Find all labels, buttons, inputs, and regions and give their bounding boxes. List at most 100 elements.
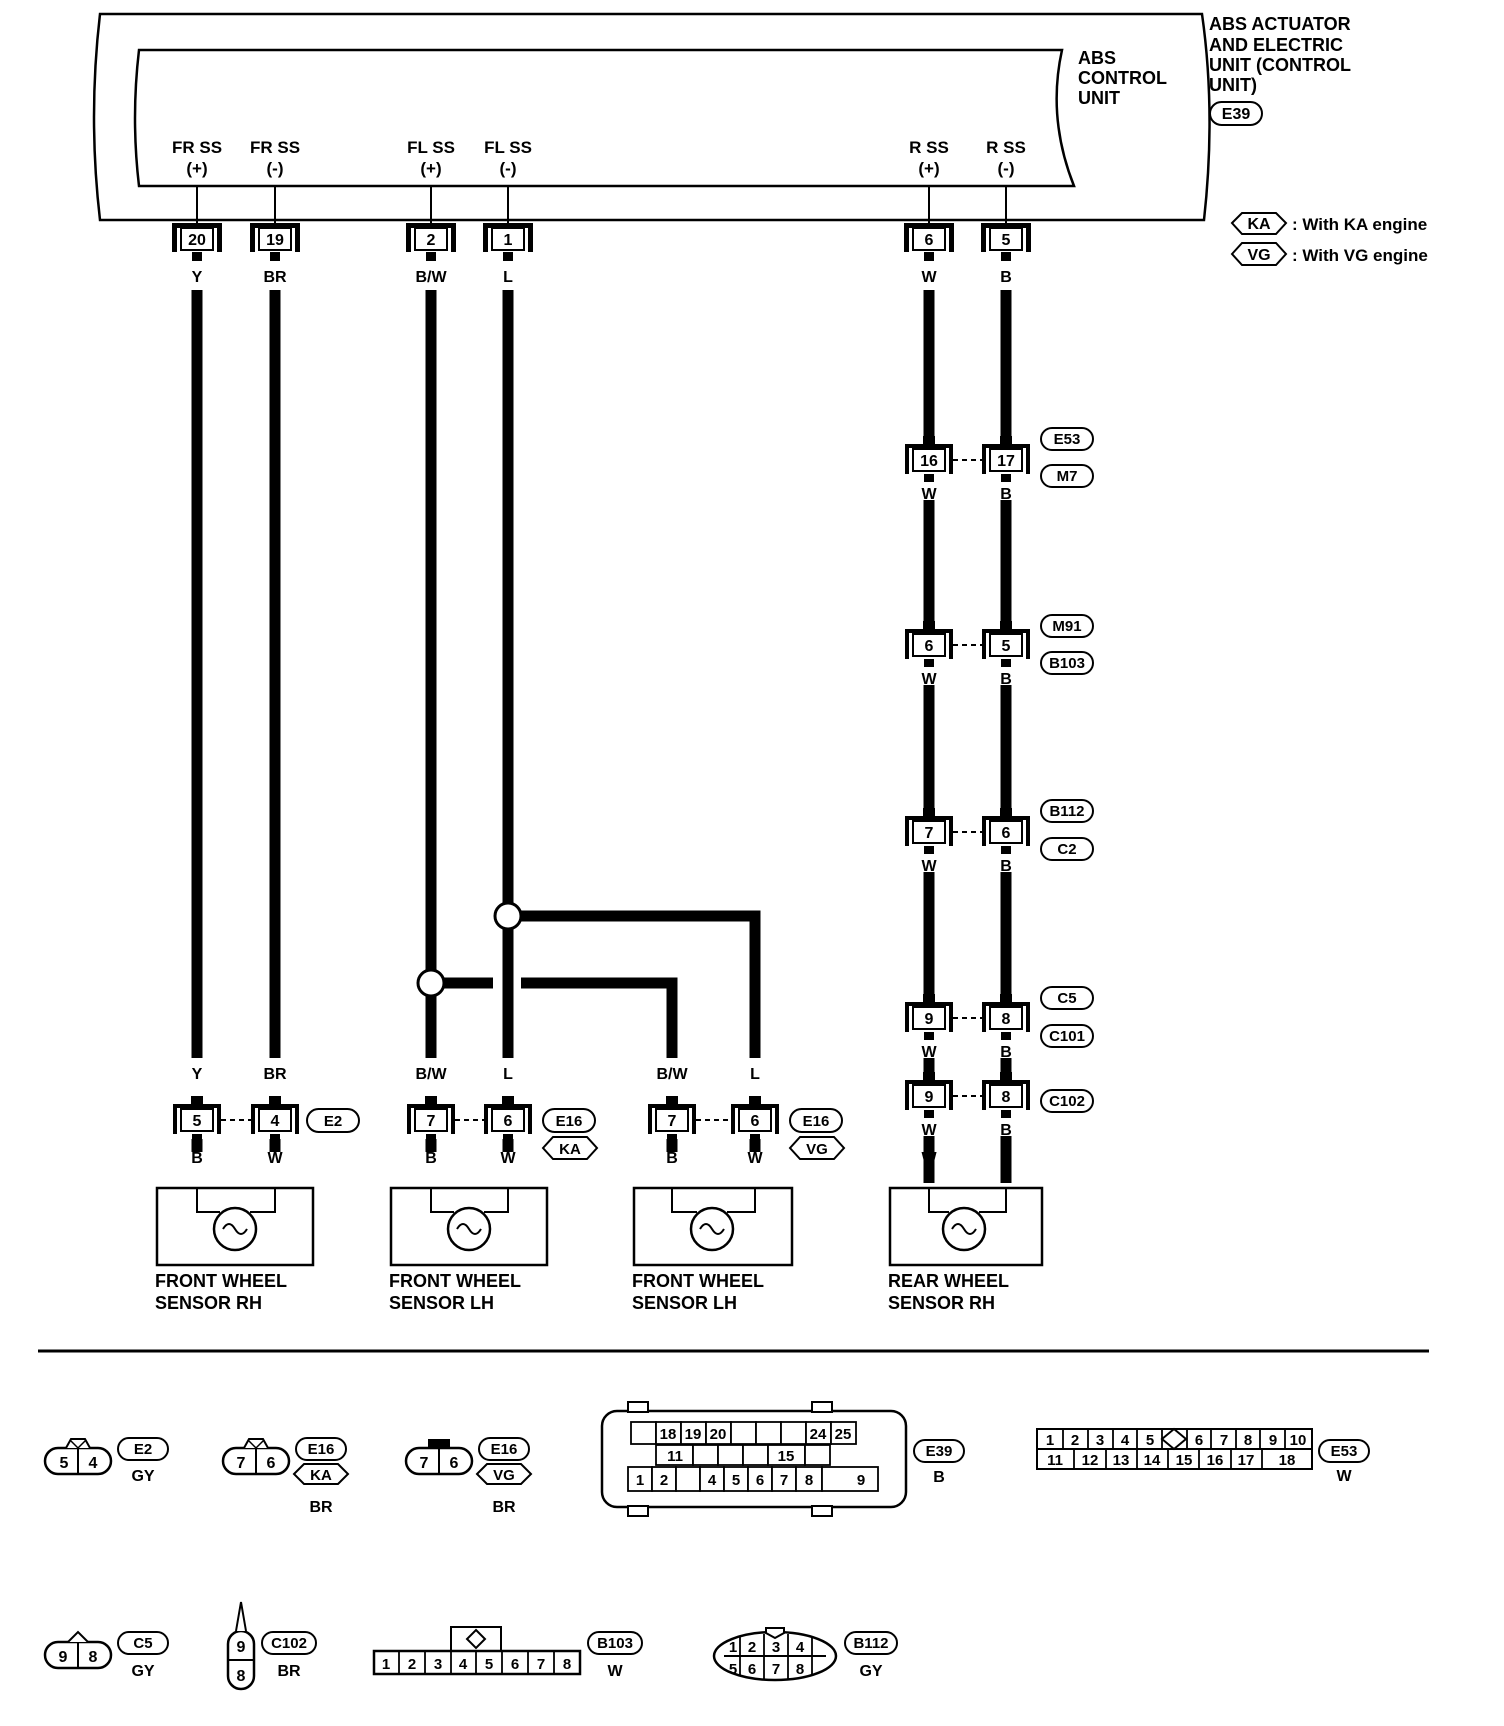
connector-face-c102: 9 8 C102 BR [226, 1601, 317, 1691]
legend-hex-vg-outline [1230, 242, 1288, 266]
pin-number: 6 [504, 1113, 513, 1130]
wire-l-branch [521, 910, 761, 1058]
terminal-fl-minus: FL SS (-) 1 L [482, 138, 534, 286]
pin-number: 4 [1121, 1432, 1130, 1449]
pin-number: 7 [427, 1113, 436, 1130]
sensor-connectors: Y BR 5 4 E2 B W B/W L 7 6 E16 KA B W B/W… [172, 1066, 846, 1167]
pin-number: 9 [237, 1639, 246, 1656]
abs-actuator-unit: ABS ACTUATOR AND ELECTRIC UNIT (CONTROL … [92, 12, 1351, 222]
connector-pair-e53-m7: 16 17 W B E53 M7 [904, 427, 1094, 503]
pin-number: 8 [1002, 1011, 1011, 1028]
pin-number: 7 [537, 1656, 545, 1673]
pin-number: 8 [563, 1656, 571, 1673]
control-unit-label-1: ABS [1078, 48, 1116, 68]
e39-row-2: 11 15 [655, 1444, 831, 1466]
outer-unit-label-1: ABS ACTUATOR [1209, 14, 1351, 34]
sensor-label: FRONT WHEEL [389, 1271, 521, 1291]
terminal-polarity: (-) [500, 159, 517, 178]
wire-color-label: BR [263, 269, 287, 286]
wire-color-label: B [1000, 1044, 1012, 1061]
pin-number: 5 [732, 1472, 740, 1489]
pin-number: 19 [685, 1426, 702, 1443]
wire-color-label: W [921, 1122, 937, 1139]
connector-face-e2: 5 4 E2 GY [43, 1437, 169, 1485]
pin-number: 5 [485, 1656, 493, 1673]
terminal-pin: 2 [427, 232, 436, 249]
pin-number: 6 [450, 1455, 459, 1472]
pin-number: 4 [708, 1472, 717, 1489]
wire-color-label: L [503, 1066, 513, 1083]
terminal-signal: R SS [909, 138, 949, 157]
wire-color-label: B/W [415, 269, 447, 286]
pin-number: 12 [1082, 1452, 1099, 1469]
pin-number: 3 [1096, 1432, 1104, 1449]
terminal-fr-minus: FR SS (-) 19 BR [249, 138, 301, 286]
connector-face-c5: 9 8 C5 GY [43, 1630, 169, 1680]
terminal-fr-plus: FR SS (+) 20 Y [171, 138, 223, 286]
connector-color: GY [131, 1468, 154, 1485]
pin-number: 5 [60, 1455, 69, 1472]
wheel-sensors: FRONT WHEEL SENSOR RH FRONT WHEEL SENSOR… [155, 1150, 1044, 1313]
wire-color-label: W [921, 486, 937, 503]
pin-number: 5 [1146, 1432, 1154, 1449]
connector-color: B [933, 1469, 945, 1486]
wire-color-label: W [500, 1150, 516, 1167]
connector-tag: C5 [1057, 990, 1076, 1007]
pin-number: 2 [408, 1656, 416, 1673]
terminal-signal: FR SS [172, 138, 222, 157]
connector-color: W [1336, 1468, 1352, 1485]
pin-number: 7 [925, 825, 934, 842]
wire-color-label: B/W [656, 1066, 688, 1083]
connector-tag: C101 [1049, 1028, 1085, 1045]
connector-tag: B112 [853, 1635, 888, 1652]
pin-number: 11 [1047, 1452, 1063, 1469]
pin-number: 18 [1279, 1452, 1296, 1469]
pin-number: 6 [751, 1113, 760, 1130]
pin-number: 6 [756, 1472, 764, 1489]
connector-color: W [607, 1663, 623, 1680]
sensor-label: SENSOR LH [389, 1293, 494, 1313]
pin-number: 9 [857, 1472, 865, 1489]
connector-tag: E16 [803, 1113, 830, 1130]
legend-hex-ka-outline [1230, 212, 1288, 235]
connector-face-e16-ka: 7 6 E16 KA BR [221, 1437, 350, 1516]
pin-number: 4 [271, 1113, 280, 1130]
wire-color-label: L [750, 1066, 760, 1083]
pin-number: 7 [780, 1472, 788, 1489]
outer-unit-label-4: UNIT) [1209, 75, 1257, 95]
connector-face-e53: 1 2 3 4 5 6 7 8 9 10 11 12 13 14 15 16 1… [1036, 1427, 1370, 1485]
terminal-pin: 5 [1002, 232, 1011, 249]
sensor-label: FRONT WHEEL [155, 1271, 287, 1291]
outer-unit-label-2: AND ELECTRIC [1209, 35, 1343, 55]
connector-tag: E53 [1054, 431, 1081, 448]
connector-e16-ka: B/W L 7 6 E16 KA B W [406, 1066, 599, 1167]
wire-color-label: B/W [415, 1066, 447, 1083]
legend-text-ka: : With KA engine [1292, 215, 1427, 234]
connector-face-e16-vg: 7 6 E16 VG BR [404, 1437, 533, 1516]
terminal-pin: 6 [925, 232, 934, 249]
pin-number: 7 [420, 1455, 429, 1472]
connector-tag: C102 [1049, 1093, 1085, 1110]
pin-number: 15 [778, 1448, 795, 1465]
sensor-label: SENSOR LH [632, 1293, 737, 1313]
pin-number: 6 [511, 1656, 519, 1673]
connector-tag: E39 [926, 1443, 953, 1460]
pin-number: 17 [1238, 1452, 1255, 1469]
connector-tag: M7 [1057, 468, 1078, 485]
pin-number: 6 [1002, 825, 1011, 842]
connector-tag: E16 [556, 1113, 583, 1130]
wire-color-label: L [503, 269, 513, 286]
connector-tag: E16 [308, 1441, 335, 1458]
pin-number: 8 [89, 1649, 98, 1666]
wire-color-label: W [921, 671, 937, 688]
outer-unit-label-3: UNIT (CONTROL [1209, 55, 1351, 75]
terminal-polarity: (-) [267, 159, 284, 178]
pin-number: 8 [796, 1661, 804, 1678]
terminal-r-plus: R SS (+) 6 W [903, 138, 955, 286]
pin-number: 6 [748, 1661, 756, 1678]
engine-variant-tag: VG [493, 1467, 515, 1484]
pin-number: 16 [1207, 1452, 1224, 1469]
pin-number: 15 [1176, 1452, 1193, 1469]
pin-number: 6 [1195, 1432, 1203, 1449]
wire-color-label: Y [192, 269, 203, 286]
